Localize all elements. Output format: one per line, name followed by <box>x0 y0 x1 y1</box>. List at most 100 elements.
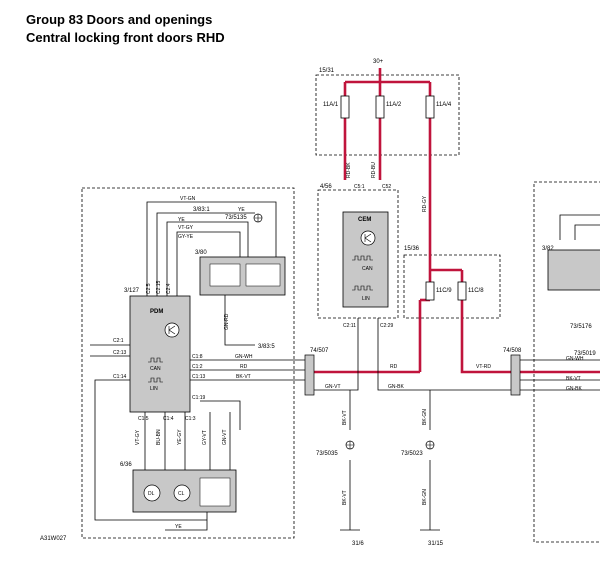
pdm-transistor-icon <box>164 322 180 338</box>
wire-bk-gn-2: BK-GN <box>422 489 428 505</box>
ref-3-82: 3/82 <box>542 246 554 252</box>
fuse-11c8 <box>457 281 467 301</box>
pdm-pin-c1-2: C1:2 <box>192 364 203 370</box>
ref-3-80: 3/80 <box>195 250 207 256</box>
wire-rd-1: RD <box>240 364 248 370</box>
ref-31-15: 31/15 <box>428 541 444 547</box>
cem-transistor-icon <box>360 230 376 246</box>
fusebox-15-36-ref: 15/36 <box>404 246 420 252</box>
cem-pin-c52: C52 <box>382 184 391 190</box>
diagram-title: Group 83 Doors and openings <box>26 12 213 27</box>
dl-motor-icon <box>143 484 161 502</box>
wire-bu-bn: BU-BN <box>156 429 162 445</box>
cem-lin-pulse-icon <box>352 285 373 291</box>
fuse-11c8-label: 11C/8 <box>468 288 484 294</box>
pdm-lin-label: LIN <box>150 386 158 392</box>
ref-73-5019: 73/5019 <box>574 351 596 357</box>
pdm-can-pulse-icon <box>148 357 163 363</box>
wire-bk-vt-2: BK-VT <box>342 410 348 425</box>
cem-lin-label: LIN <box>362 296 370 302</box>
wire-ye-gy: YE-GY <box>177 429 183 445</box>
cl-motor-icon <box>173 484 191 502</box>
right-door-box <box>533 181 600 543</box>
ref-31-6: 31/6 <box>352 541 364 547</box>
wire-vt-gn: VT-GN <box>180 196 196 202</box>
wire-gn-bk-2: GN-BK <box>566 386 583 392</box>
cem-pin-c2-29: C2:29 <box>380 323 394 329</box>
wire-bk-vt-4: BK-VT <box>566 376 581 382</box>
wire-bk-vt-3: BK-VT <box>342 490 348 505</box>
wire-gn-wh-2: GN-WH <box>566 356 584 362</box>
ref-74-507: 74/507 <box>310 348 329 354</box>
signal-wires <box>90 201 600 531</box>
power-wires <box>305 68 600 374</box>
fuse-11a2-label: 11A/2 <box>386 102 402 108</box>
cem-can-pulse-icon <box>352 255 373 261</box>
ref-3-83-1: 3/83:1 <box>193 207 210 213</box>
wire-rd-2: RD <box>390 364 398 370</box>
fuse-11c9 <box>425 281 435 301</box>
pdm-pin-c1-19: C1:19 <box>192 395 206 401</box>
fuse-11a4 <box>425 95 435 119</box>
fuse-11a1-label: 11A/1 <box>323 102 339 108</box>
wire-bk-gn-1: BK-GN <box>422 409 428 425</box>
pdm-pin-c2-3: C2:5 <box>146 283 152 294</box>
pdm-pin-c2-5: C2:15 <box>156 280 162 294</box>
ref-74-508: 74/508 <box>503 348 522 354</box>
pdm-lin-pulse-icon <box>148 377 163 383</box>
lock-unit-3-82 <box>547 249 600 291</box>
cem-can-label: CAN <box>362 266 373 272</box>
fuse-11a4-label: 11A/4 <box>436 102 452 108</box>
wire-gn-vt-1: GN-VT <box>325 384 341 390</box>
fusebox-ref: 15/31 <box>319 68 335 74</box>
wire-bk-vt-1: BK-VT <box>236 374 251 380</box>
wire-ye-2: YE <box>178 217 185 223</box>
ref-73-5176: 73/5176 <box>570 324 592 330</box>
connector-74-508 <box>510 354 521 396</box>
pdm-module <box>129 295 191 413</box>
wire-vt-gy-2: VT-GY <box>135 429 141 445</box>
wire-vt-rd: VT-RD <box>476 364 491 370</box>
dl-motor-label: DL <box>148 491 155 497</box>
cem-module <box>342 211 389 308</box>
pdm-can-label: CAN <box>150 366 161 372</box>
fusebox-15-36 <box>403 254 501 319</box>
cem-pin-c5-1: C5:1 <box>354 184 365 190</box>
fuse-11a1 <box>340 95 350 119</box>
wire-rd-gy: RD-GY <box>422 195 428 212</box>
fusebox-15-31 <box>315 74 460 156</box>
diagram-id: A31W027 <box>40 536 67 542</box>
fuse-11c9-label: 11C/9 <box>436 288 452 294</box>
wire-ye-3: YE <box>175 524 182 530</box>
wire-gn-bk-1: GN-BK <box>388 384 405 390</box>
cem-pin-c2-11: C2:11 <box>343 323 356 329</box>
cl-motor-label: CL <box>178 491 185 497</box>
pdm-ref: 3/127 <box>124 288 140 294</box>
ref-73-5035: 73/5035 <box>316 451 338 457</box>
ref-3-83-5: 3/83:5 <box>258 344 275 350</box>
pdm-pin-c1-14: C1:14 <box>113 374 127 380</box>
pdm-pin-c2-1: C2:1 <box>113 338 124 344</box>
pdm-pin-c2-13: C2:13 <box>113 350 127 356</box>
wire-gy-ye: GY-YE <box>178 234 194 240</box>
wire-vt-gy: VT-GY <box>178 225 194 231</box>
pdm-pin-c1-8: C1:8 <box>192 354 203 360</box>
left-door-box <box>81 187 295 539</box>
diagram-subtitle: Central locking front doors RHD <box>26 30 225 45</box>
ref-6-36: 6/36 <box>120 462 132 468</box>
connector-74-507 <box>304 354 315 396</box>
pdm-pin-c2-15: C2:4 <box>166 283 172 294</box>
wire-gn-wh: GN-WH <box>235 354 253 360</box>
cem-label: CEM <box>358 217 371 223</box>
fuse-11a2 <box>375 95 385 119</box>
wire-gy-vt: GY-VT <box>202 430 208 445</box>
wire-gn-vt-2: GN-VT <box>222 429 228 445</box>
wire-rd-bk: RD-BK <box>346 162 352 178</box>
pdm-pin-c1-4: C1:4 <box>163 416 174 422</box>
cem-ref: 4/56 <box>320 184 332 190</box>
wire-gn-rd: GN-RD <box>224 313 230 330</box>
pdm-pin-c1-3: C1:3 <box>185 416 196 422</box>
supply-label: 30+ <box>373 59 384 65</box>
pdm-pin-c1-5: C1:5 <box>138 416 149 422</box>
